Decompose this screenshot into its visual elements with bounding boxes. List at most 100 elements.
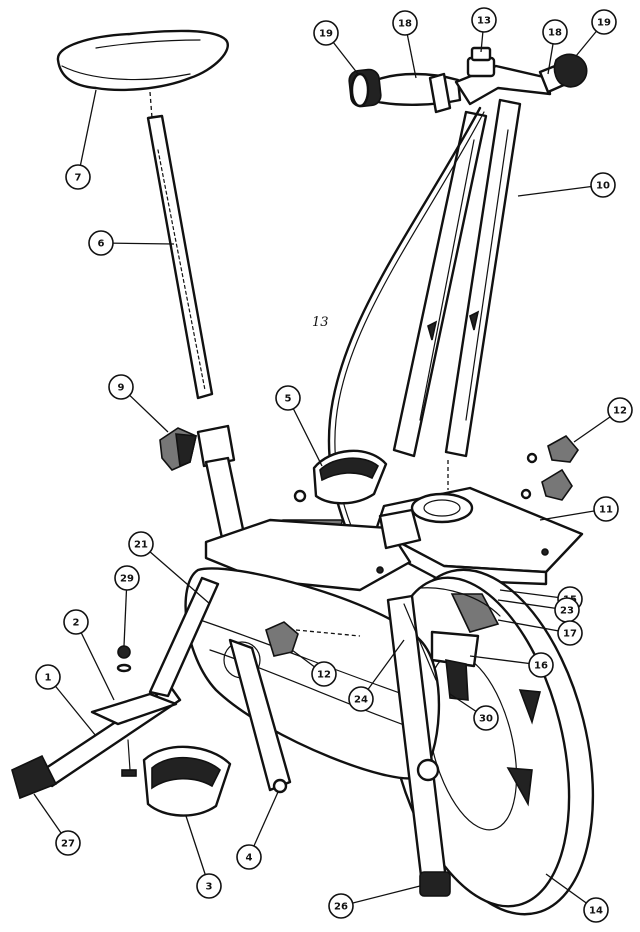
callout-number: 16	[534, 661, 548, 672]
seat-tube	[196, 424, 246, 540]
tension-cable-sheath	[334, 111, 485, 569]
callout-circle	[114, 565, 140, 591]
stem-knob-upper	[526, 434, 580, 464]
callout-c17: 17	[497, 619, 583, 646]
callout-circle	[275, 385, 301, 411]
callout-c14: 14	[545, 873, 609, 923]
callout-number: 7	[75, 173, 82, 184]
callout-c11: 11	[539, 496, 619, 522]
callout-c3: 3	[185, 815, 222, 899]
callout-c19b: 19	[575, 9, 617, 57]
stem-knob-lower	[520, 468, 573, 501]
callout-number: 27	[61, 839, 75, 850]
callout-number: 26	[334, 902, 348, 913]
callout-circle	[542, 19, 568, 45]
callout-number: 5	[285, 394, 292, 405]
callout-number: 23	[560, 606, 574, 617]
callout-leader	[340, 885, 421, 907]
callout-leader	[140, 543, 211, 605]
pedal-right	[293, 449, 388, 505]
callout-c24: 24	[348, 639, 405, 712]
seat-frame-tube	[148, 576, 220, 698]
callout-circle	[590, 172, 616, 198]
crank-arm	[228, 638, 292, 794]
frame-knob	[265, 621, 361, 657]
callout-circle	[63, 609, 89, 635]
callout-circle	[583, 897, 609, 923]
callout-circle	[607, 397, 633, 423]
callout-number: 9	[118, 383, 125, 394]
callout-c1: 1	[35, 664, 97, 737]
callout-circle	[392, 10, 418, 36]
callout-number: 19	[597, 18, 611, 29]
callout-circle	[313, 20, 339, 46]
callout-leader	[75, 621, 115, 701]
callout-circle	[591, 9, 617, 35]
callout-number: 13	[477, 16, 491, 27]
handlebar	[348, 46, 588, 114]
callout-number: 24	[354, 695, 368, 706]
callout-c16: 16	[469, 652, 554, 678]
seat-knob	[159, 427, 197, 471]
callout-number: 4	[246, 853, 253, 864]
callout-circle	[108, 374, 134, 400]
callout-circle	[35, 664, 61, 690]
callout-c18b: 18	[542, 19, 568, 75]
callout-c19a: 19	[313, 20, 359, 75]
callout-leader	[517, 184, 604, 197]
callout-c26: 26	[328, 885, 421, 919]
callout-circle	[473, 705, 499, 731]
main-frame	[204, 508, 422, 592]
callout-c4: 4	[236, 791, 279, 870]
callout-leader	[77, 89, 97, 178]
callout-c5: 5	[275, 385, 323, 467]
callout-number: 18	[398, 19, 412, 30]
seat	[56, 29, 229, 92]
callout-circle	[348, 686, 374, 712]
callout-circle	[236, 844, 262, 870]
callout-number: 29	[120, 574, 134, 585]
callout-number: 12	[317, 670, 331, 681]
rear-stabilizer	[11, 645, 182, 800]
callout-number: 1	[45, 673, 52, 684]
callout-circle	[88, 230, 114, 256]
callout-number: 3	[206, 882, 213, 893]
callout-c12a: 12	[573, 397, 633, 443]
callout-number: 19	[319, 29, 333, 40]
seat-post	[146, 91, 214, 400]
callout-number: 11	[599, 505, 613, 516]
callout-circle	[557, 620, 583, 646]
callout-c18a: 18	[392, 10, 418, 79]
callout-c21: 21	[128, 531, 211, 605]
callout-circle	[65, 164, 91, 190]
brake-assembly	[419, 587, 501, 701]
handlebar-stem	[392, 98, 522, 490]
cable-label: 13	[312, 315, 329, 330]
callout-circle	[55, 830, 81, 856]
callout-circle	[328, 893, 354, 919]
callout-c7: 7	[65, 89, 97, 190]
callout-c29: 29	[114, 565, 140, 647]
callout-c27: 27	[33, 793, 81, 856]
callout-number: 14	[589, 906, 603, 917]
callout-number: 6	[98, 239, 105, 250]
callout-circle	[196, 873, 222, 899]
callout-c30: 30	[449, 693, 499, 731]
callout-number: 30	[479, 714, 493, 725]
callout-number: 2	[73, 618, 80, 629]
callout-number: 10	[596, 181, 610, 192]
callout-circle	[471, 7, 497, 33]
callout-number: 12	[613, 406, 627, 417]
callout-c6: 6	[88, 230, 175, 256]
callout-c2: 2	[63, 609, 115, 701]
callout-circle	[528, 652, 554, 678]
front-support	[386, 594, 451, 897]
callout-circle	[311, 661, 337, 687]
callout-circle	[593, 496, 619, 522]
callout-c13top: 13	[471, 7, 497, 53]
callout-number: 18	[548, 28, 562, 39]
callout-c9: 9	[108, 374, 169, 433]
callout-number: 17	[563, 629, 577, 640]
